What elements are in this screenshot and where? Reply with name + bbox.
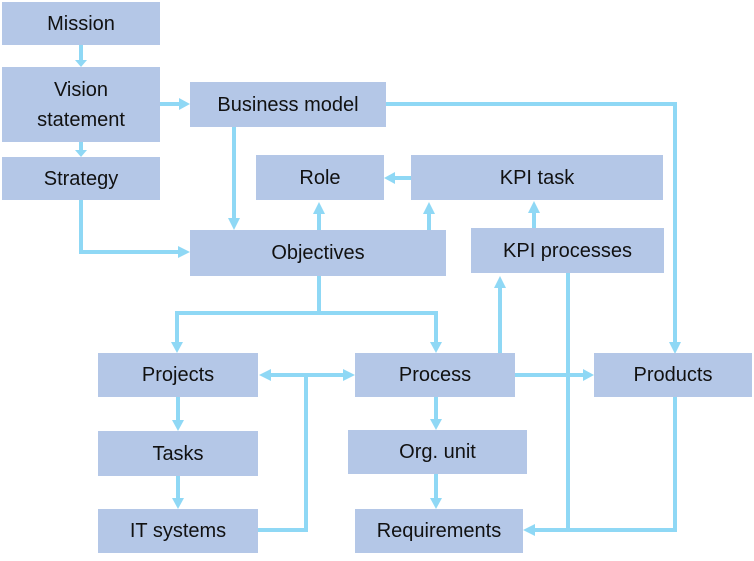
node-vision-statement: Vision statement (2, 67, 160, 142)
connector-objectives-split (175, 276, 438, 342)
node-requirements: Requirements (355, 509, 523, 553)
node-label: Vision (53, 78, 109, 101)
node-mission: Mission (2, 2, 160, 45)
arrowhead (528, 201, 540, 213)
arrowhead (171, 342, 183, 353)
arrowhead (430, 419, 442, 430)
node-label: Process (398, 364, 472, 386)
node-label: Requirements (376, 520, 502, 542)
node-label: Role (299, 166, 341, 189)
node-label: Business model (217, 93, 359, 116)
node-label: KPI task (499, 166, 575, 189)
arrowhead (178, 246, 190, 258)
node-label: Mission (47, 12, 115, 35)
arrowhead (494, 276, 506, 288)
arrowhead (172, 498, 184, 509)
node-label: KPI processes (503, 239, 632, 262)
node-label: Projects (141, 364, 215, 386)
node-business-model: Business model (190, 82, 386, 127)
node-it-systems: IT systems (98, 509, 258, 553)
arrowhead (313, 202, 325, 214)
connector-business-model-products (386, 102, 677, 342)
arrowhead (430, 342, 442, 353)
node-label: Org. unit (399, 441, 476, 463)
node-role: Role (256, 155, 384, 200)
arrowhead (669, 342, 681, 354)
arrowhead (172, 420, 184, 431)
node-label: statement (37, 108, 125, 131)
arrowhead (75, 150, 87, 157)
node-label: Strategy (43, 167, 119, 190)
connector-strategy-objectives (79, 200, 178, 254)
node-label: Products (633, 364, 713, 386)
node-label: Tasks (152, 442, 204, 465)
arrowhead (259, 369, 271, 381)
node-kpi-task: KPI task (411, 155, 663, 200)
arrowhead (384, 172, 395, 184)
arrowhead (343, 369, 355, 381)
node-label: IT systems (129, 520, 227, 542)
node-projects: Projects (98, 353, 258, 397)
node-strategy: Strategy (2, 157, 160, 200)
arrowhead (179, 98, 190, 110)
arrowhead (583, 369, 594, 381)
node-products: Products (594, 353, 752, 397)
node-process: Process (355, 353, 515, 397)
arrowhead (75, 60, 87, 67)
node-tasks: Tasks (98, 431, 258, 476)
node-objectives: Objectives (190, 230, 446, 276)
connector-products-requirements (535, 397, 677, 532)
node-kpi-processes: KPI processes (471, 228, 664, 273)
node-org-unit: Org. unit (348, 430, 527, 474)
connector-it-systems-bus (258, 373, 343, 532)
arrowhead (523, 524, 535, 536)
arrowhead (430, 498, 442, 509)
arrowhead (228, 218, 240, 230)
arrowhead (423, 202, 435, 214)
node-label: Objectives (271, 242, 365, 264)
